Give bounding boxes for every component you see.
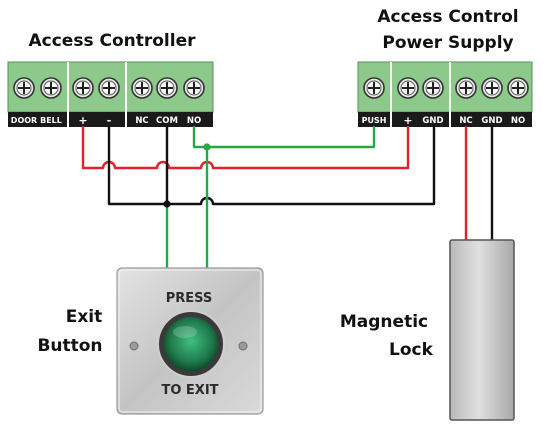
terminal-screw-icon xyxy=(183,77,205,99)
terminal-screw-icon xyxy=(422,77,444,99)
exit-label-line2: Button xyxy=(37,336,102,356)
terminal-screw-icon xyxy=(72,77,94,99)
terminal-screw-icon xyxy=(507,77,529,99)
terminal-screw-icon xyxy=(98,77,120,99)
controller-terminal-nc: NC xyxy=(135,116,148,126)
terminal-screw-icon xyxy=(363,77,385,99)
terminal-screw-icon xyxy=(397,77,419,99)
psu-terminal-nc: NC xyxy=(459,116,472,126)
magnetic-lock-body xyxy=(449,239,515,421)
psu-terminal-gnd: GND xyxy=(422,116,443,126)
psu-terminal-plus: + xyxy=(403,114,412,127)
controller-terminal-com: COM xyxy=(156,116,178,126)
exit-label-line1: Exit xyxy=(66,307,103,327)
psu-terminal-push: PUSH xyxy=(362,116,387,125)
psu-title-line2: Power Supply xyxy=(382,33,513,53)
lock-label-line1: Magnetic xyxy=(340,312,428,332)
psu-terminal-block: PUSH + GND NC GND NO xyxy=(357,61,533,127)
controller-terminal-minus: - xyxy=(107,114,112,127)
button-text-press: PRESS xyxy=(166,291,213,306)
controller-terminal-bell: BELL xyxy=(40,116,62,125)
terminal-screw-icon xyxy=(481,77,503,99)
controller-title: Access Controller xyxy=(28,31,196,51)
psu-terminal-lock-no: NO xyxy=(511,116,525,126)
psu-terminal-lock-gnd: GND xyxy=(481,116,502,126)
exit-button-plate: PRESS TO EXIT xyxy=(116,267,264,415)
green-wire-push xyxy=(192,125,376,149)
controller-terminal-plus: + xyxy=(78,114,87,127)
controller-terminal-block: DOOR BELL + - NC COM NO xyxy=(7,61,214,127)
lock-label-line2: Lock xyxy=(389,340,434,360)
button-text-to-exit: TO EXIT xyxy=(161,383,218,398)
psu-title-line1: Access Control xyxy=(377,7,518,27)
terminal-screw-icon xyxy=(455,77,477,99)
terminal-screw-icon xyxy=(13,77,35,99)
screw-icon xyxy=(129,341,139,351)
controller-terminal-no: NO xyxy=(187,116,201,126)
green-push-button xyxy=(164,317,218,371)
terminal-screw-icon xyxy=(40,77,62,99)
terminal-screw-icon xyxy=(156,77,178,99)
screw-icon xyxy=(238,341,248,351)
wires xyxy=(81,125,494,274)
junction-dot-green xyxy=(203,143,211,151)
junction-dot-black xyxy=(163,200,171,208)
red-wire-controller-power xyxy=(81,125,410,170)
terminal-screw-icon xyxy=(131,77,153,99)
controller-terminal-door: DOOR xyxy=(11,116,37,125)
